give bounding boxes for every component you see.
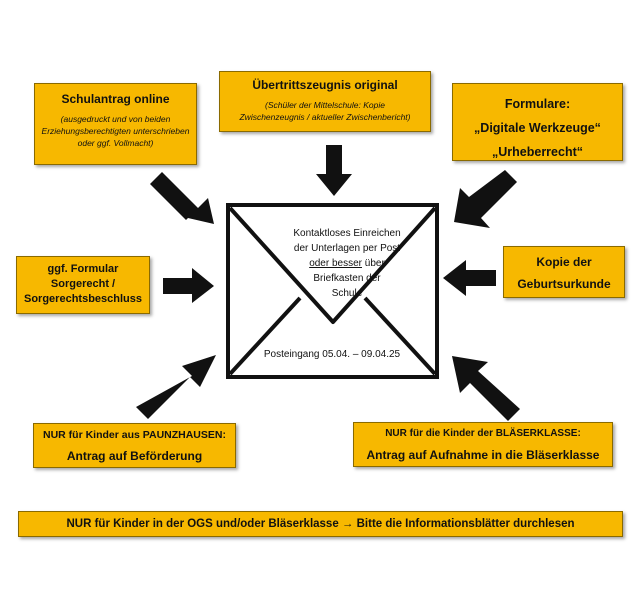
envelope-line-2: der Unterlagen per Post bbox=[293, 243, 401, 254]
envelope-line-5: Schule bbox=[331, 288, 363, 299]
box-ogs-info: NUR für Kinder in der OGS und/oder Bläse… bbox=[18, 511, 623, 537]
paunzhausen-line-2: Antrag auf Beförderung bbox=[66, 449, 203, 463]
formulare-line-3: „Urheberrecht“ bbox=[492, 145, 583, 159]
box-uebertrittszeugnis: Übertrittszeugnis original (Schüler der … bbox=[219, 71, 431, 132]
envelope-line-3-rest: über bbox=[362, 258, 385, 269]
geburt-line-1: Kopie der bbox=[536, 255, 592, 269]
box-geburtsurkunde: Kopie der Geburtsurkunde bbox=[503, 246, 625, 298]
sorgerecht-line-2: Sorgerecht / bbox=[50, 278, 116, 290]
paunzhausen-line-1: NUR für Kinder aus PAUNZHAUSEN: bbox=[43, 429, 226, 441]
sorgerecht-line-1: ggf. Formular bbox=[47, 263, 119, 275]
zeugnis-title: Übertrittszeugnis original bbox=[252, 78, 398, 92]
ogs-text-before: NUR für Kinder in der OGS und/oder Bläse… bbox=[66, 518, 342, 530]
envelope-line-4: Briefkasten der bbox=[313, 273, 381, 284]
arrow-top-center bbox=[316, 145, 352, 196]
box-sorgerecht: ggf. Formular Sorgerecht / Sorgerechtsbe… bbox=[16, 256, 150, 314]
schulantrag-note: (ausgedruckt und von beiden Erziehungsbe… bbox=[41, 114, 190, 148]
formulare-line-2: „Digitale Werkzeuge“ bbox=[474, 121, 601, 135]
schulantrag-title: Schulantrag online bbox=[61, 92, 170, 106]
box-formulare: Formulare: „Digitale Werkzeuge“ „Urheber… bbox=[452, 83, 623, 161]
arrow-left-middle bbox=[163, 268, 214, 303]
arrow-top-left bbox=[150, 172, 214, 224]
arrow-right-middle bbox=[443, 260, 496, 296]
ogs-text: NUR für Kinder in der OGS und/oder Bläse… bbox=[19, 517, 622, 532]
envelope-line-3: oder besser über bbox=[268, 256, 426, 271]
geburt-line-2: Geburtsurkunde bbox=[517, 277, 611, 291]
envelope-line-1: Kontaktloses Einreichen bbox=[293, 228, 401, 239]
envelope-underline: oder besser bbox=[309, 258, 362, 269]
sorgerecht-line-3: Sorgerechtsbeschluss bbox=[24, 293, 142, 305]
zeugnis-note-1: (Schüler der Mittelschule: Kopie bbox=[264, 100, 385, 110]
box-blaeserklasse: NUR für die Kinder der BLÄSERKLASSE: Ant… bbox=[353, 422, 613, 467]
box-paunzhausen: NUR für Kinder aus PAUNZHAUSEN: Antrag a… bbox=[33, 423, 236, 468]
box-schulantrag: Schulantrag online (ausgedruckt und von … bbox=[34, 83, 197, 165]
blaeser-line-1: NUR für die Kinder der BLÄSERKLASSE: bbox=[385, 428, 581, 439]
formulare-line-1: Formulare: bbox=[504, 97, 571, 111]
arrow-bottom-right bbox=[452, 356, 520, 421]
envelope-date: Posteingang 05.04. – 09.04.25 bbox=[263, 349, 401, 360]
zeugnis-note-2: Zwischenzeugnis / aktueller Zwischenberi… bbox=[239, 112, 411, 122]
arrow-top-right bbox=[454, 170, 517, 228]
arrow-bottom-left bbox=[136, 355, 216, 419]
envelope-text: Kontaktloses Einreichen der Unterlagen p… bbox=[268, 226, 426, 301]
blaeser-line-2: Antrag auf Aufnahme in die Bläserklasse bbox=[366, 448, 600, 462]
arrow-right-icon: → bbox=[341, 518, 354, 530]
ogs-text-after: Bitte die Informationsblätter durchlesen bbox=[353, 518, 575, 530]
